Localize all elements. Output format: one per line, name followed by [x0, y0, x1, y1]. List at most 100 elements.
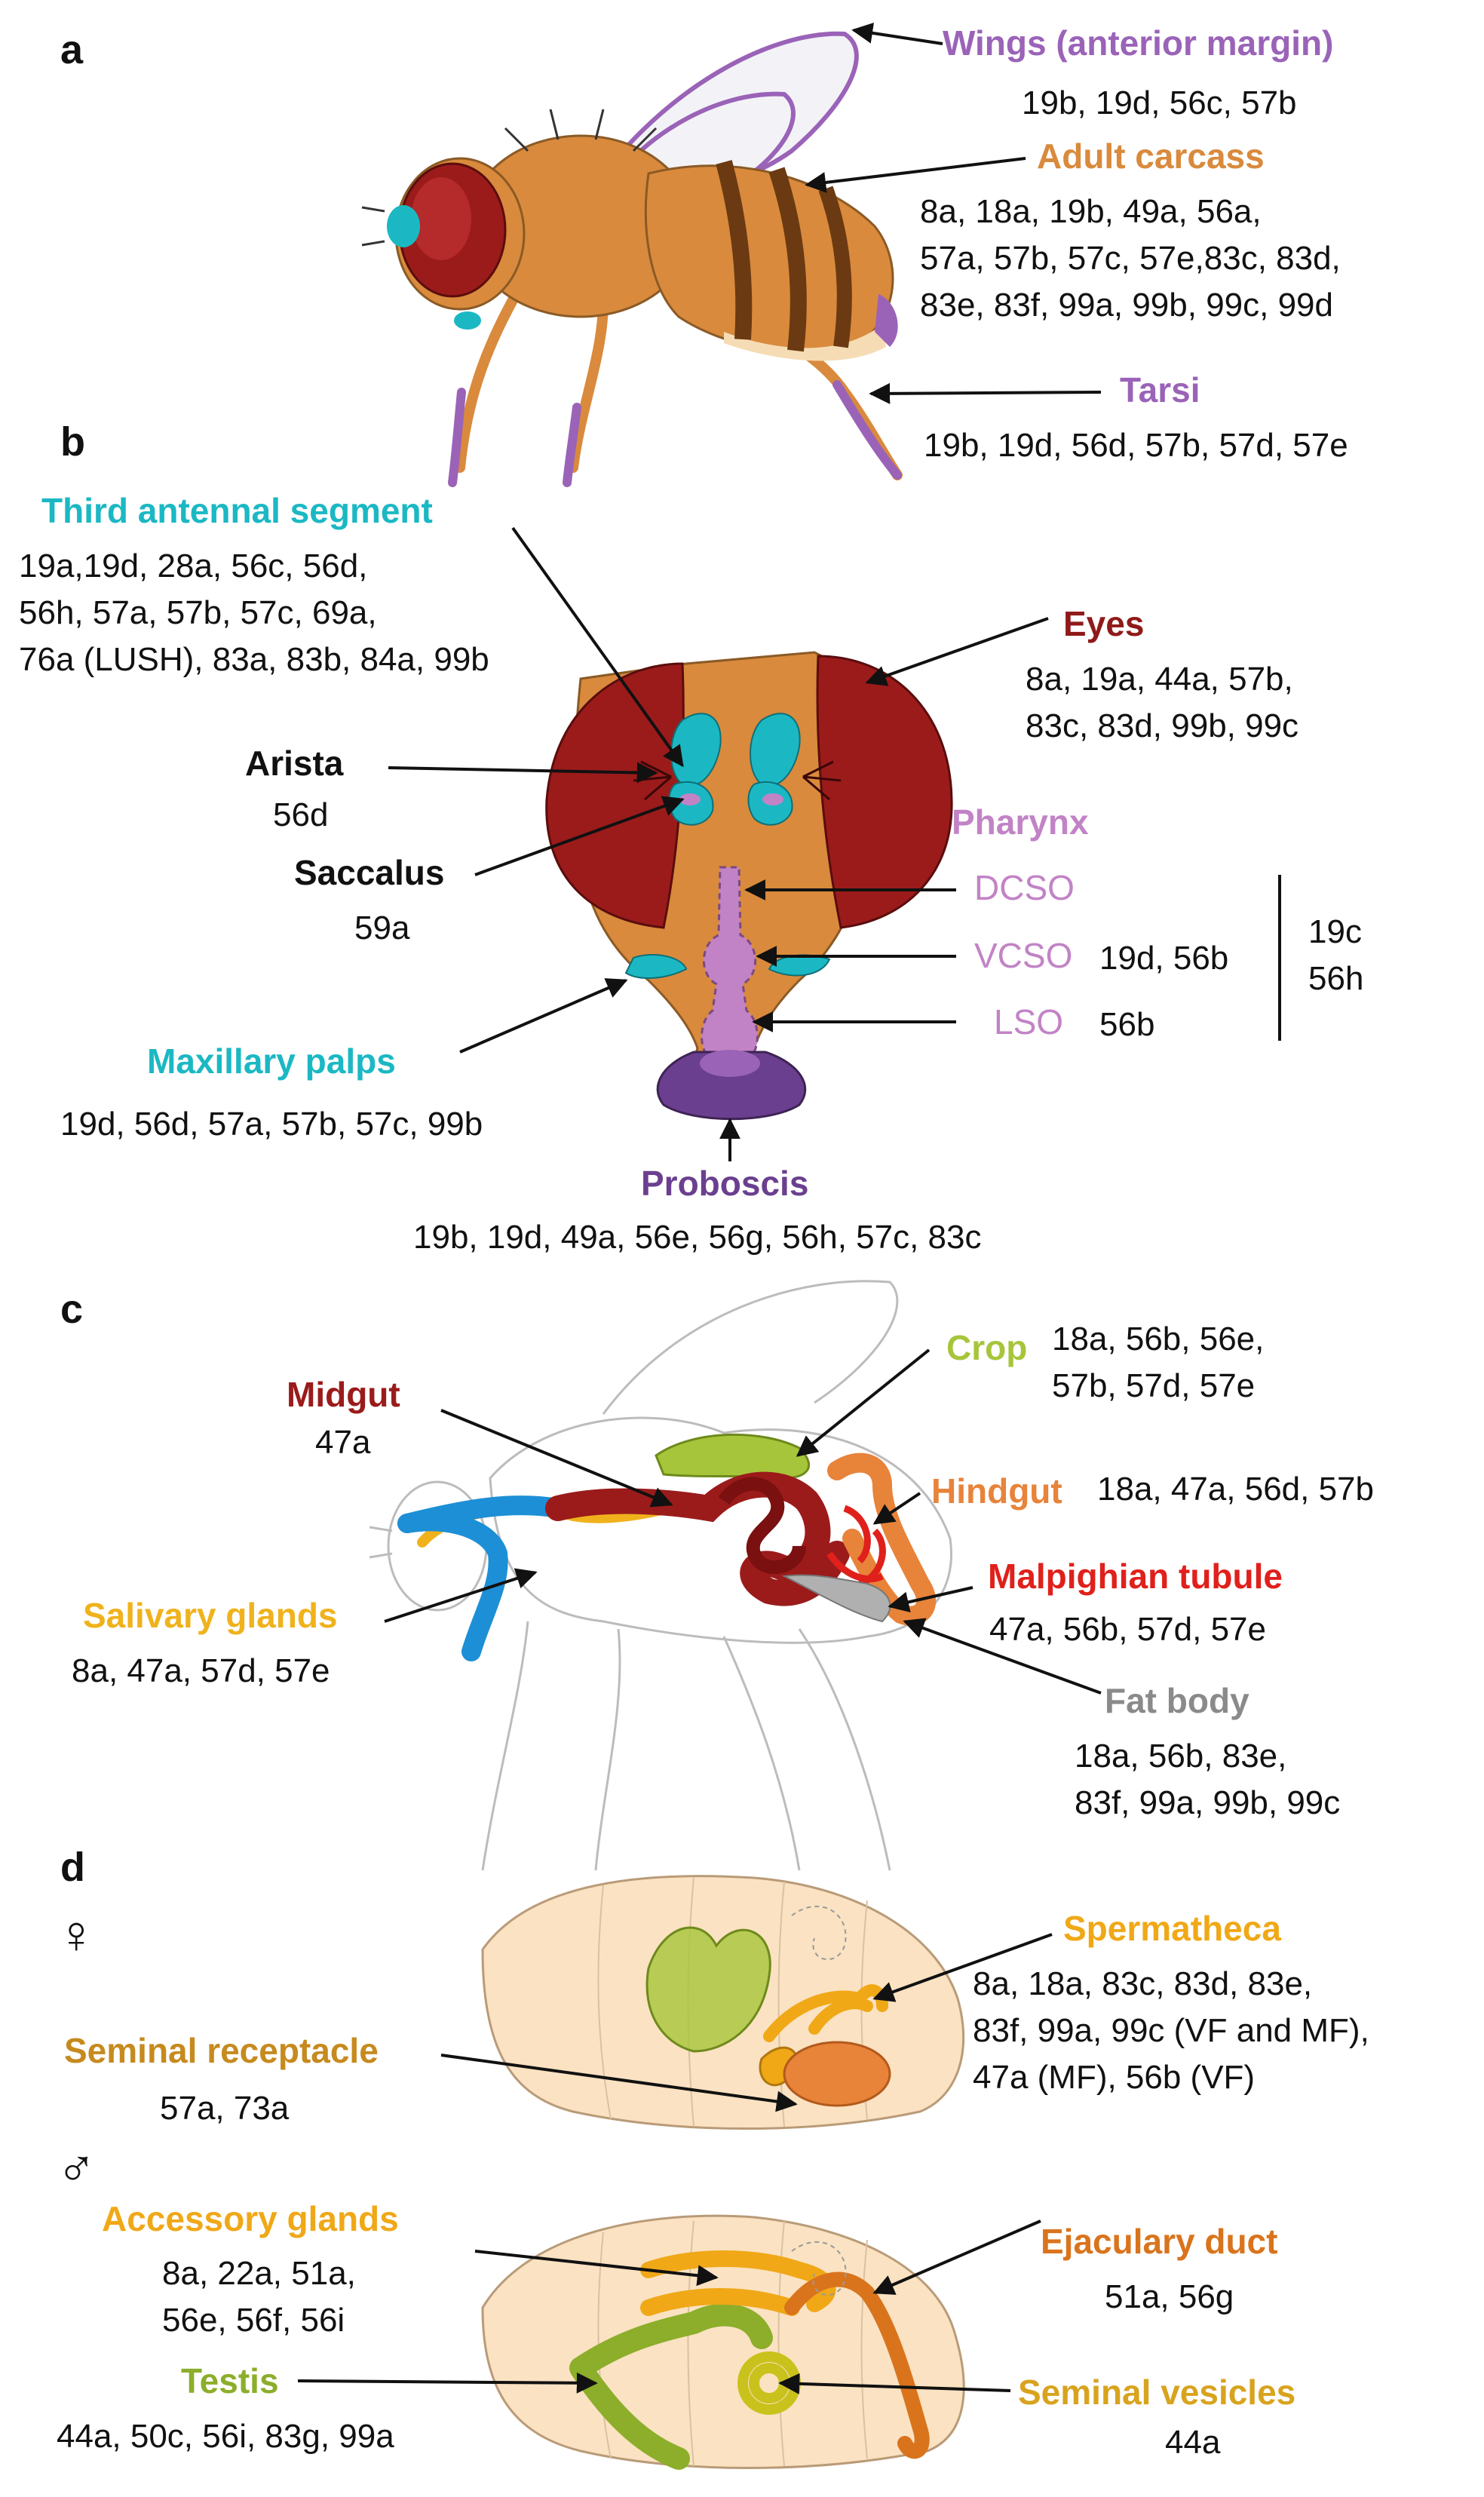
arrow-testis — [297, 2372, 598, 2394]
eyes-values-1: 8a, 19a, 44a, 57b, — [1026, 661, 1293, 698]
panel-a-fly-illustration — [361, 31, 903, 487]
arrow-fatbody — [903, 1618, 1102, 1695]
midgut-loops — [718, 1477, 806, 1574]
vesicles-label: Seminal vesicles — [1018, 2373, 1296, 2412]
pharynx-vcso: VCSO — [974, 936, 1073, 975]
proboscis-labellum — [700, 1050, 760, 1077]
arrow-tarsi — [869, 382, 1102, 404]
antenna-values-2: 56h, 57a, 57b, 57c, 69a, — [19, 594, 377, 631]
compound-eye-shine — [411, 177, 471, 260]
salivary-label: Salivary glands — [83, 1596, 338, 1635]
antenna-label: Third antennal segment — [41, 491, 433, 530]
male-symbol: ♂ — [57, 2139, 97, 2198]
salivary-values: 8a, 47a, 57d, 57e — [72, 1652, 330, 1689]
leg-mid-tarsus — [563, 403, 581, 487]
eye-right — [816, 655, 953, 929]
crop-label: Crop — [946, 1328, 1028, 1367]
palp-a — [454, 311, 481, 330]
malpighian-values: 47a, 56b, 57d, 57e — [989, 1611, 1266, 1648]
midgut-organ — [545, 1471, 850, 1606]
proboscis-values: 19b, 19d, 49a, 56e, 56g, 56h, 57c, 83c — [413, 1219, 982, 1256]
arrow-accessory — [474, 2250, 719, 2287]
tarsi-label: Tarsi — [1120, 370, 1200, 410]
leg-front — [455, 281, 526, 473]
leg-hind-tarsus — [832, 380, 902, 480]
abdomen — [644, 164, 894, 354]
ejaculatory-label: Ejaculary duct — [1041, 2222, 1278, 2261]
midgut-label: Midgut — [287, 1375, 400, 1414]
arrow-ejaculatory — [872, 2219, 1041, 2295]
receptacle-label: Seminal receptacle — [64, 2031, 379, 2070]
abdomen-stripe-2 — [768, 167, 807, 352]
arista-values: 56d — [273, 796, 329, 833]
antenna-values-1: 19a,19d, 28a, 56c, 56d, — [19, 548, 368, 584]
accessory-label: Accessory glands — [102, 2199, 399, 2238]
foregut-blue-2 — [397, 1495, 568, 1533]
pharynx-lso-values: 56b — [1099, 1006, 1155, 1043]
panel-d-letter: d — [60, 1845, 85, 1890]
saccalus-label: Saccalus — [294, 853, 445, 892]
spermatheca-values-3: 47a (MF), 56b (VF) — [973, 2059, 1256, 2096]
pharynx-label: Pharynx — [952, 802, 1089, 842]
antenna-values-3: 76a (LUSH), 83a, 83b, 84a, 99b — [19, 641, 489, 678]
carcass-values-3: 83e, 83f, 99a, 99b, 99c, 99d — [920, 287, 1334, 324]
leg-mid — [568, 296, 609, 473]
leg-front-tarsus — [448, 388, 466, 487]
ovaries — [645, 1926, 771, 2053]
wings-values: 19b, 19d, 56c, 57b — [1022, 84, 1297, 121]
eye-left — [545, 662, 685, 929]
crop-organ — [655, 1433, 810, 1480]
palp-left-b — [624, 953, 688, 979]
palps-label: Maxillary palps — [147, 1041, 396, 1081]
vesicles-values: 44a — [1165, 2424, 1221, 2461]
arrow-midgut — [440, 1409, 673, 1508]
abdomen-stripe-3 — [818, 186, 852, 348]
panel-a-letter: a — [60, 27, 84, 72]
arrow-arista — [388, 762, 658, 784]
testis-label: Testis — [181, 2361, 279, 2400]
malpighian-label: Malpighian tubule — [988, 1557, 1283, 1596]
carcass-values-1: 8a, 18a, 19b, 49a, 56a, — [920, 193, 1262, 230]
arrow-crop — [796, 1348, 931, 1457]
abdomen-tip — [875, 294, 898, 347]
pharynx-vcso-values: 19d, 56b — [1099, 940, 1229, 977]
antenna-a — [387, 205, 420, 247]
bristles — [361, 109, 658, 247]
palp-right-b — [768, 954, 831, 977]
pharynx-bracket-value-2: 56h — [1308, 960, 1364, 997]
crop-values-1: 18a, 56b, 56e, — [1052, 1321, 1265, 1357]
ejaculatory-values: 51a, 56g — [1105, 2278, 1234, 2315]
accessory-values-1: 8a, 22a, 51a, — [162, 2255, 356, 2292]
arrow-hindgut — [872, 1492, 921, 1525]
midgut-values: 47a — [315, 1424, 371, 1461]
saccalus-left — [679, 793, 701, 805]
pharynx-lso: LSO — [994, 1002, 1064, 1041]
arrow-malpighian — [888, 1586, 973, 1613]
receptacle-values: 57a, 73a — [160, 2090, 290, 2127]
saccalus-values: 59a — [354, 910, 410, 946]
uterus — [783, 2041, 891, 2107]
arrow-eyes — [865, 617, 1049, 686]
antenna-right — [750, 713, 801, 787]
proboscis-label: Proboscis — [641, 1164, 809, 1203]
spermatheca-values-2: 83f, 99a, 99c (VF and MF), — [973, 2012, 1369, 2049]
arrow-saccalus — [474, 796, 685, 876]
fatbody-values-1: 18a, 56b, 83e, — [1075, 1738, 1287, 1775]
arrow-wings — [851, 22, 943, 45]
panel-c-letter: c — [60, 1287, 84, 1332]
spermatheca-label: Spermatheca — [1063, 1909, 1281, 1948]
panel-b-head-illustration — [545, 651, 953, 1121]
panel-d-male-illustration — [481, 2214, 965, 2470]
arista-label: Arista — [245, 744, 344, 783]
eyes-label: Eyes — [1063, 604, 1145, 643]
palps-values: 19d, 56d, 57a, 57b, 57c, 99b — [60, 1106, 483, 1143]
male-loop — [791, 2241, 847, 2296]
crop-values-2: 57b, 57d, 57e — [1052, 1367, 1256, 1404]
female-symbol: ♀ — [57, 1905, 97, 1964]
female-loop — [791, 1905, 847, 1960]
wings-label: Wings (anterior margin) — [943, 23, 1334, 63]
tarsi-values: 19b, 19d, 56d, 57b, 57d, 57e — [924, 427, 1348, 464]
panel-c-organs — [397, 1433, 937, 1661]
arrow-spermatheca — [872, 1933, 1053, 2002]
